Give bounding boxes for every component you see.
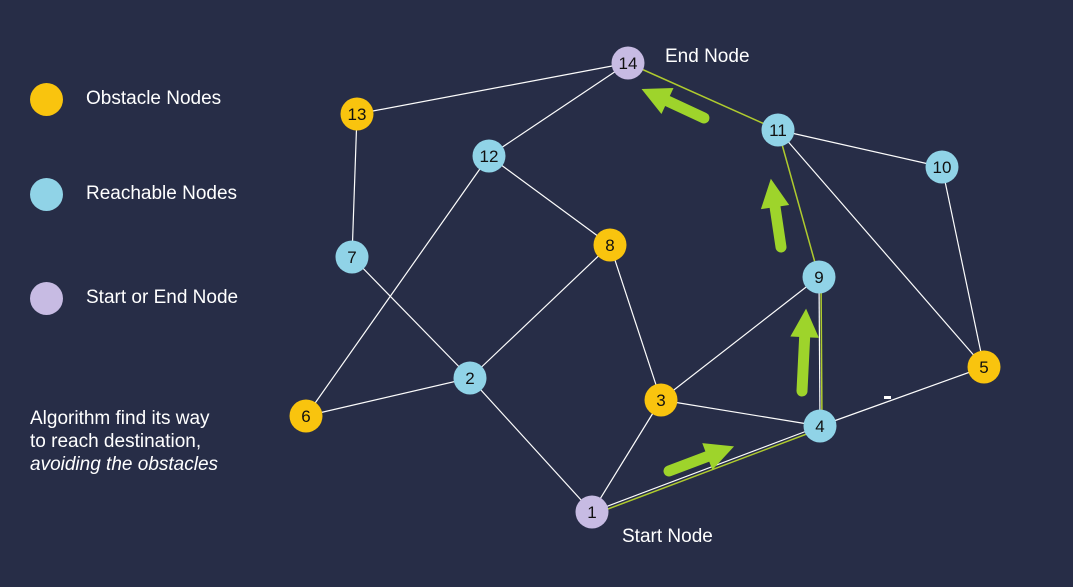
path-layer [591,62,823,516]
path-direction-arrow-4 [663,443,735,477]
graph-node-9 [802,260,836,294]
reachable-node-swatch [30,177,63,211]
edge-2-7 [351,256,471,379]
edge-5-11 [777,129,985,368]
caption-line: Algorithm find its way [30,408,210,429]
stray-mark [884,396,891,399]
end-node-label: End Node [665,46,750,67]
legend-item-reachable: Reachable Nodes [30,177,237,211]
path-arrows-layer [641,88,819,477]
legend-item-obstacle: Obstacle Nodes [30,82,221,116]
legend-item-label: Start or End Node [86,287,239,308]
graph-node-1 [575,495,609,529]
graph-node-10 [925,150,959,184]
legend-item-label: Obstacle Nodes [86,88,222,109]
path-edge-9-11 [777,129,820,278]
edge-3-9 [660,276,820,401]
edge-7-13 [351,113,358,258]
graph-node-label-1: 1 [587,503,596,522]
obstacle-node-swatch [30,82,63,116]
caption-line-italic: avoiding the obstacles [30,454,219,475]
start-node-label: Start Node [622,526,713,547]
graph-node-12 [472,139,506,173]
edge-3-8 [609,244,662,401]
legend-item-label: Reachable Nodes [86,183,238,204]
graph-node-label-4: 4 [815,417,824,436]
graph-node-label-3: 3 [656,391,665,410]
graph-node-label-2: 2 [465,369,474,388]
graph-node-2 [453,361,487,395]
graph-node-4 [803,409,837,443]
graph-node-13 [340,97,374,131]
graph-node-11 [761,113,795,147]
edge-12-14 [488,62,629,157]
path-direction-arrow-2 [760,178,790,253]
edge-5-10 [941,166,985,368]
caption-line: to reach destination, [30,431,202,452]
graph-node-5 [967,350,1001,384]
graph-node-label-10: 10 [933,158,952,177]
graph-node-3 [644,383,678,417]
graph-node-14 [611,46,645,80]
graph-node-label-8: 8 [605,236,614,255]
graph-node-label-5: 5 [979,358,988,377]
graph-node-label-11: 11 [769,121,787,140]
path-edge-1-4 [591,428,821,516]
edge-4-9 [818,276,821,427]
path-edge-4-9 [820,276,823,427]
edge-2-6 [305,377,471,417]
path-direction-arrow-3 [790,308,819,397]
edge-3-4 [660,399,821,427]
edge-4-5 [819,366,985,427]
edge-10-11 [777,129,943,168]
edge-1-4 [591,425,821,513]
graph-node-label-12: 12 [480,147,499,166]
edge-1-2 [469,377,593,513]
start-end-node-swatch [30,281,63,315]
graph-node-label-9: 9 [814,268,823,287]
edge-8-12 [488,155,611,246]
path-edge-11-14 [627,62,779,131]
edge-2-8 [469,244,611,379]
graph-node-label-7: 7 [347,248,356,267]
legend-item-terminal: Start or End Node [30,281,238,315]
graph-node-7 [335,240,369,274]
graph-node-label-14: 14 [619,54,638,73]
algorithm-caption: Algorithm find its way to reach destinat… [30,407,218,476]
graph-node-label-6: 6 [301,407,310,426]
graph-node-6 [289,399,323,433]
edge-13-14 [356,62,629,115]
edge-1-3 [591,399,662,513]
graph-node-8 [593,228,627,262]
graph-node-label-13: 13 [348,105,367,124]
edges-layer [305,62,985,513]
path-direction-arrow-1 [641,88,710,124]
edge-6-12 [305,155,490,417]
